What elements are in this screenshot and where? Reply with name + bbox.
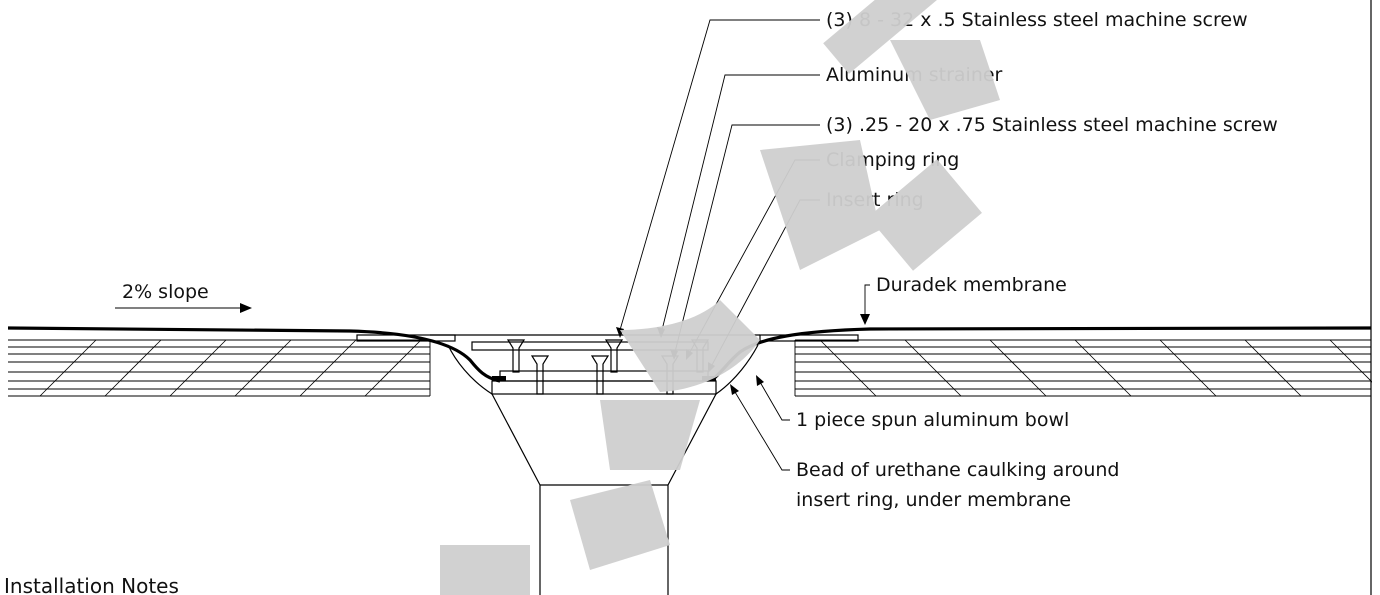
left-deck-substrate — [8, 339, 431, 397]
right-deck-substrate — [794, 339, 1372, 397]
label-bowl: 1 piece spun aluminum bowl — [796, 409, 1069, 431]
label-25-20-screw: (3) .25 - 20 x .75 Stainless steel machi… — [826, 114, 1278, 136]
membrane-left — [7, 326, 501, 383]
leader-lines — [115, 19, 870, 471]
caulk-bead-left — [492, 376, 506, 381]
label-8-32-screw: (3) 8 - 32 x .5 Stainless steel machine … — [826, 9, 1248, 31]
label-caulking-2: insert ring, under membrane — [796, 489, 1071, 511]
duradek-watermark — [440, 0, 1000, 595]
installation-notes-heading: Installation Notes — [4, 574, 179, 595]
label-slope: 2% slope — [122, 281, 209, 303]
label-membrane: Duradek membrane — [876, 274, 1067, 296]
right-flange — [759, 334, 859, 342]
label-caulking-1: Bead of urethane caulking around — [796, 459, 1120, 481]
